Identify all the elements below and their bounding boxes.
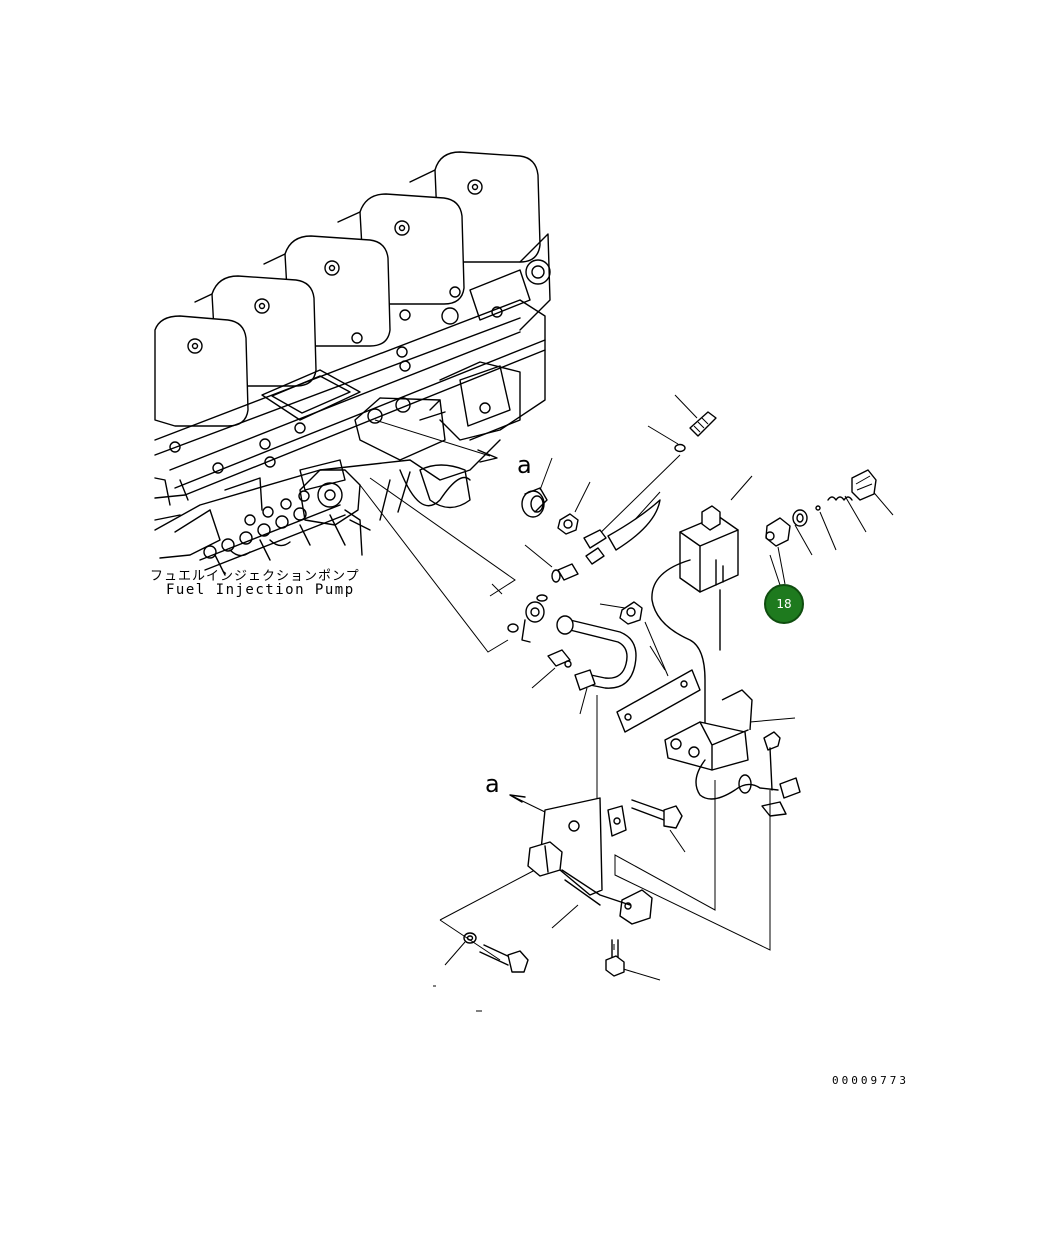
bolt-bracket (763, 731, 781, 791)
bolt-long (631, 799, 683, 829)
washer-valve (792, 509, 808, 527)
pump-label-english: Fuel Injection Pump (166, 582, 355, 598)
leader-lines (359, 394, 894, 981)
spring (827, 496, 853, 501)
banjo-bolt-mid (521, 601, 545, 643)
plug-valve (851, 469, 877, 501)
drawing-number: 00009773 (832, 1074, 909, 1087)
bolt-lower (479, 944, 529, 973)
banjo-fitting (521, 487, 548, 518)
bolt-upper (689, 411, 717, 437)
engine-head-assembly (154, 151, 551, 559)
part-callout-18[interactable]: 18 (764, 584, 804, 624)
pipe-assembly (556, 615, 637, 691)
fuel-injection-pump (199, 469, 371, 576)
nut-fitting (557, 513, 579, 535)
rocker-cover-5 (154, 315, 249, 427)
solenoid-valve (651, 505, 739, 761)
hose-fitting (583, 499, 661, 565)
lower-bracket (433, 797, 683, 1012)
connector-small (547, 649, 572, 668)
washer-upper (674, 443, 686, 453)
adapter-fitting (765, 517, 791, 547)
plug-fitting (619, 601, 643, 625)
washer-mid (536, 594, 548, 602)
view-reference-a-upper: a (517, 451, 532, 479)
bolt-vertical (605, 939, 625, 977)
view-reference-a-lower: a (485, 770, 500, 798)
washer-low (507, 623, 519, 633)
head-bolts (169, 286, 503, 474)
injection-pump-outlets (203, 490, 310, 559)
callout-leader (777, 546, 786, 585)
ball (815, 505, 821, 511)
valve-fittings (765, 469, 877, 547)
washer-lower (463, 932, 477, 944)
mounting-bracket (616, 645, 801, 817)
elbow-small (551, 563, 579, 583)
pump-label-japanese: フュエルインジェクションポンプ (150, 569, 360, 584)
fittings-group (507, 411, 717, 691)
